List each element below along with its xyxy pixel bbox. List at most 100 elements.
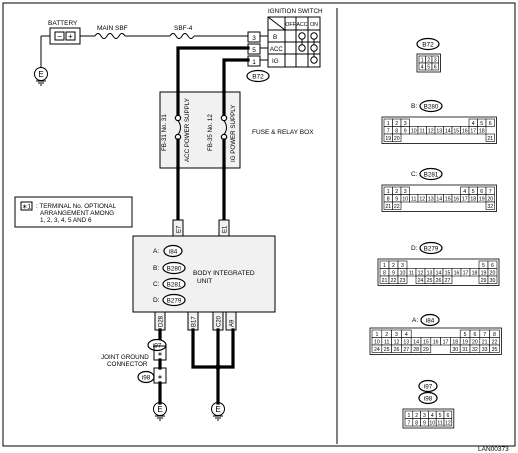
pin-number: 22 [391, 278, 397, 284]
pin-number: 11 [409, 270, 414, 276]
pin-number: 33 [482, 347, 488, 353]
pin-number: 9 [395, 196, 398, 202]
pin-number: 2 [415, 413, 418, 419]
pin-number: 8 [383, 270, 386, 276]
pin-number: 7 [483, 332, 486, 338]
fuse-relay-box [159, 91, 241, 169]
pin-number: 16 [453, 196, 459, 202]
pin-cell [485, 118, 495, 127]
pin-number: 21 [487, 136, 493, 142]
pin-number: 13 [427, 270, 433, 276]
legend-text-1: : TERMINAL No. OPTIONAL [36, 203, 117, 210]
pin-number: 14 [413, 339, 419, 345]
panel-i84-prefix: A: [412, 317, 418, 324]
biu-row-d: D: [153, 297, 160, 304]
pin-number: 17 [462, 196, 468, 202]
pin-number: 6 [480, 189, 483, 195]
pin-number: 5 [439, 413, 442, 419]
pin-number: 6 [473, 332, 476, 338]
pin-number: 18 [470, 196, 476, 202]
pin-number: 25 [427, 278, 433, 284]
pin-number: 10 [429, 420, 435, 426]
pin-number: 20 [487, 196, 493, 202]
legend-text-3: 1, 2, 3, 4, 5 AND 6 [40, 217, 92, 224]
ignition-switch: 3 5 1 OFF ACC ON B ACC IG [247, 16, 321, 68]
pin-number: 6 [489, 121, 492, 127]
pin-number: 12 [428, 128, 434, 134]
pin-number: 8 [415, 420, 418, 426]
ign-col-on: ON [310, 22, 318, 28]
pinout-frame [402, 408, 455, 429]
ign-pin-ig: 1 [252, 59, 256, 66]
pin-number: 25 [384, 347, 390, 353]
ign-pin-acc: 5 [252, 47, 256, 54]
biu-conn-a: i84 [169, 249, 178, 256]
pin-b17: B17 [192, 316, 198, 327]
pin-number: 13 [403, 339, 409, 345]
pin-number: 24 [374, 347, 380, 353]
pin-number: 3 [404, 121, 407, 127]
biu-label-2: UNIT [197, 278, 212, 285]
pin-number: 27 [445, 278, 451, 284]
legend-box [14, 196, 133, 228]
pin-number: 24 [418, 278, 424, 284]
ground-symbol-jgc: E [153, 402, 167, 421]
connector-b72-tag [246, 69, 270, 83]
panel-b279-prefix: D: [411, 245, 418, 252]
pin-number: 17 [463, 270, 469, 276]
pin-number: 30 [452, 347, 458, 353]
biu-row-b: B: [153, 265, 159, 272]
main-sbf-label: MAIN SBF [97, 25, 128, 32]
pinout-frame [416, 53, 441, 73]
pin-number: 20 [394, 136, 400, 142]
pinout-frame [381, 184, 497, 212]
pin-number: 3 [423, 413, 426, 419]
pin-number: 4 [405, 332, 408, 338]
biu-row-a: A: [153, 248, 159, 255]
pin-number: 12 [394, 339, 400, 345]
ign-row-acc: ACC [270, 47, 283, 53]
panel-b281-prefix: C: [411, 171, 418, 178]
pin-number: 5 [480, 121, 483, 127]
pin-number: 2 [395, 189, 398, 195]
ground-label-biu: E [215, 405, 220, 414]
fuse1-desc: ACC POWER SUPPLY [184, 98, 191, 162]
connector-b72-label: B72 [252, 74, 264, 81]
pin-number: 1 [375, 332, 378, 338]
pin-number: 8 [387, 196, 390, 202]
pin-number: 2 [395, 121, 398, 127]
pin-number: 18 [472, 270, 478, 276]
pin-number: 8 [395, 128, 398, 134]
pin-number: 3 [404, 189, 407, 195]
pin-number: 5 [482, 263, 485, 269]
pin-number: 9 [392, 270, 395, 276]
pin-cell [489, 344, 500, 353]
pin-number: 12 [445, 420, 451, 426]
pin-number: 22 [492, 339, 498, 345]
pin-number: 32 [472, 347, 478, 353]
pin-number: 15 [445, 270, 451, 276]
wire-ground-bus [191, 328, 235, 369]
pin-number: 28 [413, 347, 419, 353]
pin-number: 5 [464, 332, 467, 338]
jgc-star-bottom: ∗ [157, 374, 162, 381]
pin-cell [443, 418, 453, 427]
pin-number: 11 [420, 128, 425, 134]
pin-number: 19 [479, 196, 485, 202]
pin-number: 23 [400, 278, 406, 284]
pin-cell [392, 133, 402, 142]
panel-b281-name: B281 [424, 172, 439, 179]
pin-number: 15 [445, 196, 451, 202]
pin-cell [397, 275, 408, 284]
pin-number: 2 [427, 57, 430, 63]
pin-number: 7 [489, 189, 492, 195]
jgc-star-top: ∗ [157, 351, 162, 358]
pin-number: 4 [472, 121, 475, 127]
pin-number: 30 [490, 278, 496, 284]
pin-number: 22 [394, 204, 400, 210]
pin-number: 9 [423, 420, 426, 426]
pin-number: 27 [403, 347, 409, 353]
panel-i97-name: i97 [424, 384, 433, 391]
pin-number: 8 [493, 332, 496, 338]
